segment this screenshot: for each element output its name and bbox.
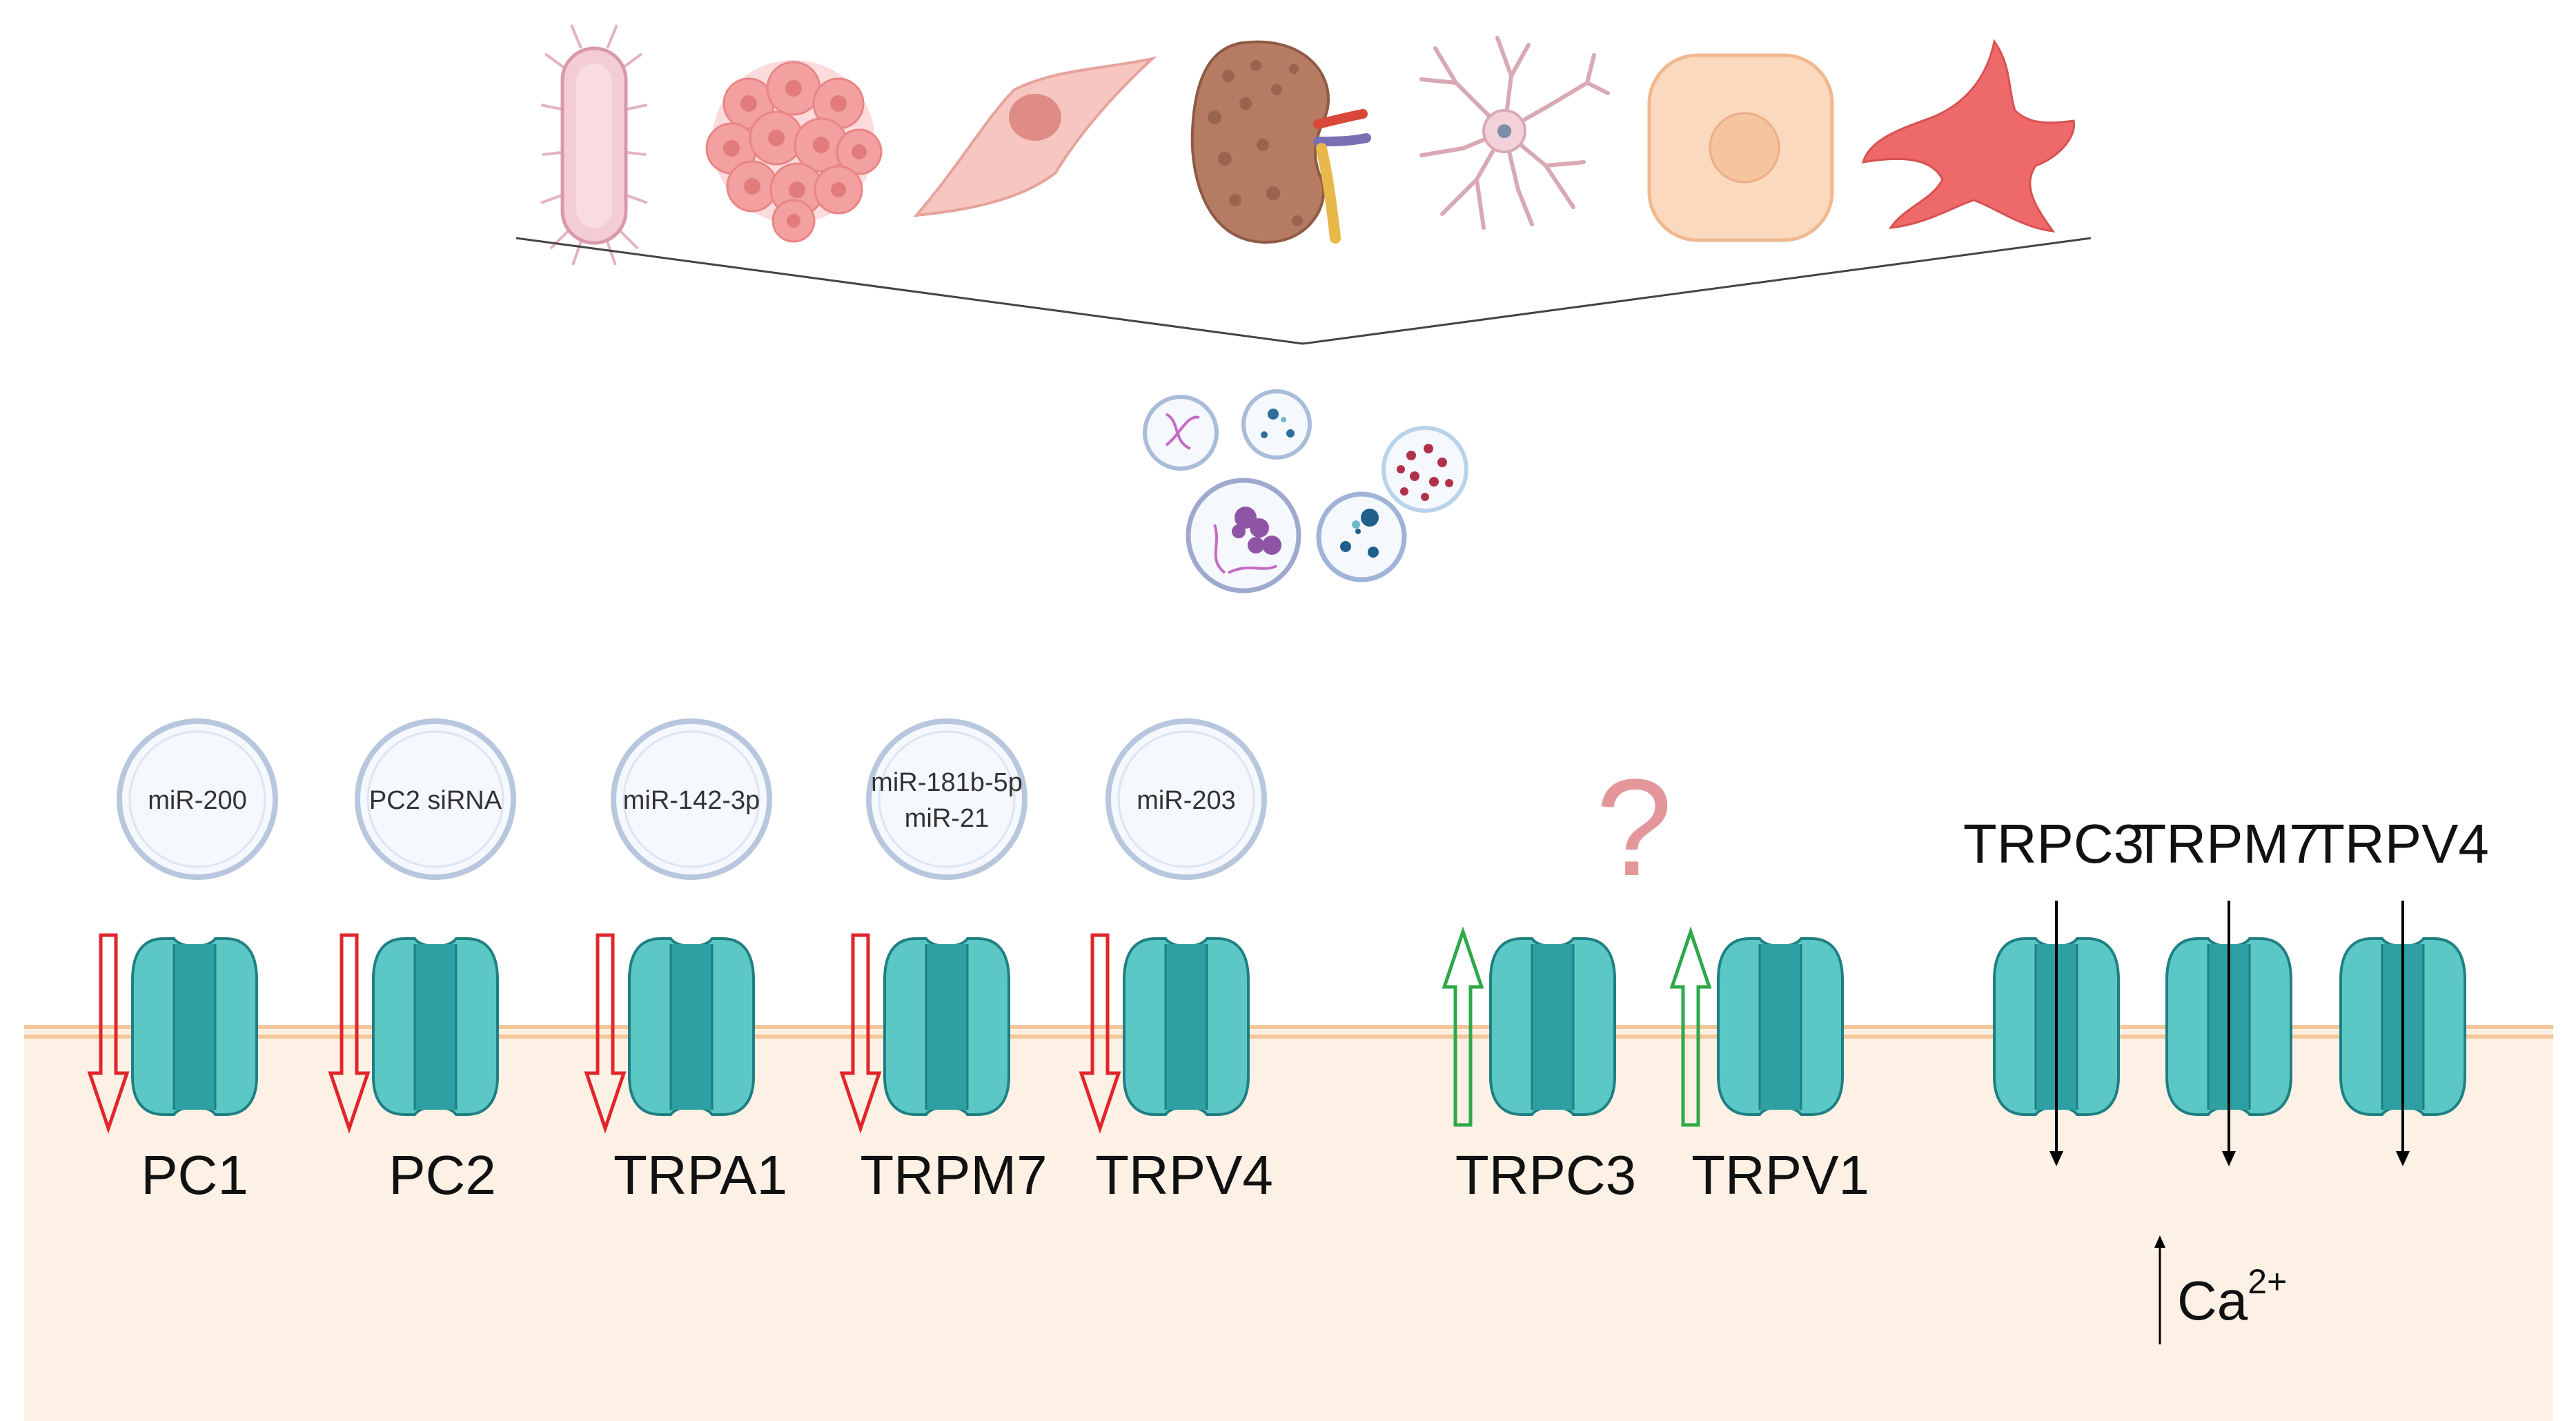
channel-pore	[1760, 944, 1801, 1110]
down-arrow-icon	[328, 933, 371, 1134]
cell-sources-row	[540, 24, 2075, 266]
calcium-ion-charge: 2+	[2248, 1262, 2287, 1301]
ion-channel-icon	[372, 937, 499, 1116]
regulator-vesicle: miR-181b-5p miR-21	[866, 718, 1028, 880]
ion-channel-icon	[628, 937, 755, 1116]
down-arrow-icon	[584, 933, 627, 1134]
round-cell-icon	[1647, 53, 1834, 242]
channel-label: TRPM7	[860, 1144, 1047, 1206]
ion-flux-arrow-head	[2222, 1151, 2236, 1166]
regulator-label: miR-203	[1137, 786, 1236, 815]
vesicle-outer-ring	[866, 718, 1028, 880]
regulator-vesicle: miR-200	[117, 718, 278, 880]
up-arrow-icon	[1669, 926, 1712, 1127]
calcium-channel: TRPV4	[2311, 813, 2489, 1166]
vesicle-inner-ring	[128, 730, 266, 868]
ion-flux-arrow-head	[2396, 1151, 2410, 1166]
downregulated-channel: TRPA1	[584, 933, 787, 1206]
unknown-regulator-question-mark: ?	[1595, 751, 1672, 905]
vesicle-inner-ring	[1117, 730, 1255, 868]
channel-pore	[1532, 944, 1573, 1110]
regulator-vesicle: miR-203	[1105, 718, 1267, 880]
bacterium-icon	[540, 24, 648, 266]
regulator-label: miR-142-3p	[623, 786, 760, 815]
vesicle-outer-ring	[1105, 718, 1267, 880]
calcium-channel: TRPC3	[1963, 813, 2144, 1166]
vesicle-outer-ring	[611, 718, 772, 880]
downregulated-channel: PC1	[87, 933, 258, 1206]
macrophage-icon	[1861, 39, 2075, 233]
fibroblast-cell-icon	[913, 56, 1157, 217]
upregulated-channel: TRPV1	[1669, 926, 1869, 1206]
regulator-label: miR-200	[148, 786, 247, 815]
channel-label: TRPV4	[1095, 1144, 1273, 1206]
channel-label: TRPC3	[1963, 813, 2144, 874]
vesicle-inner-ring	[366, 730, 504, 868]
channel-pore	[174, 944, 215, 1110]
calcium-up-arrow-head	[2154, 1235, 2165, 1248]
downregulated-channel: TRPV4	[1079, 933, 1273, 1206]
regulator-label: PC2 siRNA	[369, 786, 502, 815]
regulator-label: miR-181b-5p	[871, 768, 1023, 797]
ion-channel-icon	[1717, 937, 1844, 1116]
channel-label: PC2	[389, 1144, 496, 1206]
convergence-funnel	[515, 237, 2092, 345]
upregulated-channel: TRPC3	[1442, 926, 1636, 1206]
up-arrow-icon	[1442, 926, 1484, 1127]
down-arrow-icon	[1079, 933, 1121, 1134]
vesicle-outer-ring	[355, 718, 516, 880]
channel-label: TRPA1	[613, 1144, 787, 1206]
channel-label: PC1	[141, 1144, 248, 1206]
down-arrow-icon	[839, 933, 882, 1134]
calcium-ion-label: Ca2+	[2177, 1262, 2287, 1331]
downregulated-channel: TRPM7	[839, 933, 1048, 1206]
ion-channel-icon	[883, 937, 1010, 1116]
channel-label: TRPC3	[1455, 1144, 1636, 1206]
channel-label: TRPM7	[2132, 813, 2319, 874]
channel-pore	[1166, 944, 1207, 1110]
channel-pore	[415, 944, 456, 1110]
ion-channel-icon	[1123, 937, 1250, 1116]
regulator-label: miR-21	[905, 804, 989, 833]
kidney-organ-icon	[1190, 40, 1371, 244]
extracellular-vesicles-icon	[1143, 389, 1468, 594]
calcium-channel: TRPM7	[2132, 813, 2320, 1166]
neuron-icon	[1419, 36, 1610, 230]
channel-label: TRPV4	[2311, 813, 2489, 874]
regulator-vesicle: miR-142-3p	[611, 718, 772, 880]
vesicle-inner-ring	[622, 730, 760, 868]
calcium-influx-indicator: Ca2+	[2154, 1235, 2287, 1344]
ion-channel-icon	[131, 937, 258, 1116]
channel-pore	[671, 944, 712, 1110]
vesicle-outer-ring	[117, 718, 278, 880]
calcium-ion-base: Ca	[2177, 1270, 2248, 1331]
ion-flux-arrow-head	[2049, 1151, 2063, 1166]
channel-pore	[926, 944, 967, 1110]
tumor-cell-cluster-icon	[705, 60, 883, 243]
downregulated-channel: PC2	[328, 933, 499, 1206]
vesicle-inner-ring	[878, 730, 1016, 868]
ion-channel-icon	[1489, 937, 1616, 1116]
regulator-vesicle: PC2 siRNA	[355, 718, 516, 880]
down-arrow-icon	[87, 933, 130, 1134]
channel-label: TRPV1	[1691, 1144, 1869, 1206]
